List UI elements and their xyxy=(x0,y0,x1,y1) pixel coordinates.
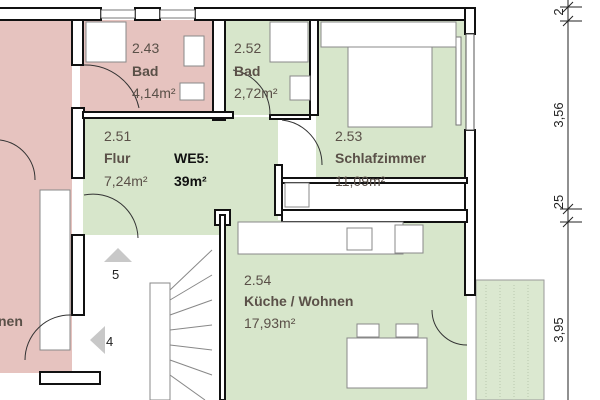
room-number: 2.54 xyxy=(244,272,271,288)
unit-label: WE5: xyxy=(174,150,209,166)
room-number: 2.53 xyxy=(335,128,362,144)
dimension-value: 3,95 xyxy=(551,317,566,342)
window xyxy=(159,9,196,19)
room-number: 2.43 xyxy=(132,40,159,56)
room-area: 4,14m² xyxy=(132,85,176,101)
kitchen-left xyxy=(39,189,71,351)
sink xyxy=(346,227,373,251)
chimney xyxy=(284,182,310,208)
window xyxy=(455,36,462,126)
room-name: Küche / Wohnen xyxy=(244,293,353,309)
door-swing xyxy=(24,314,73,361)
unit-area: 39m² xyxy=(174,173,207,189)
window xyxy=(100,9,136,19)
room-number: 2.51 xyxy=(104,128,131,144)
window xyxy=(465,33,475,131)
room-name: Bad xyxy=(234,63,260,79)
room-area: 17,93m² xyxy=(244,315,296,331)
neighbor-room-name: nen xyxy=(0,313,23,329)
chair xyxy=(356,323,380,338)
balcony xyxy=(475,279,545,400)
room-name: Bad xyxy=(132,63,158,79)
dimension-value: 2 xyxy=(551,8,566,15)
wardrobe xyxy=(320,21,457,48)
stove xyxy=(394,224,424,254)
dining-table xyxy=(346,337,428,389)
shower xyxy=(85,21,127,63)
chair xyxy=(395,323,419,338)
room-area: 11,09m² xyxy=(335,173,386,189)
door-swing xyxy=(232,69,271,116)
washbasin xyxy=(183,35,205,67)
door-swing xyxy=(83,64,140,109)
hall-fill xyxy=(83,117,278,235)
shower xyxy=(269,21,309,63)
stair-number-4: 4 xyxy=(106,334,113,349)
toilet xyxy=(179,82,205,101)
room-name: Flur xyxy=(104,150,131,166)
dimension-value: 3,56 xyxy=(551,102,566,127)
room-name: Schlafzimmer xyxy=(335,150,427,166)
door-swing xyxy=(281,119,323,166)
stair-rail xyxy=(149,282,171,400)
stair-arrow-left-icon xyxy=(90,326,105,354)
bed xyxy=(347,46,433,128)
door-swing xyxy=(431,309,468,346)
dimension-value: 25 xyxy=(551,195,566,209)
stair-number-5: 5 xyxy=(112,267,119,282)
room-area: 7,24m² xyxy=(104,173,148,189)
room-number: 2.52 xyxy=(234,40,261,56)
room-area: 2,72m² xyxy=(234,85,278,101)
stair-arrow-up-icon xyxy=(104,248,132,262)
kitchen-counter xyxy=(237,221,404,255)
washbasin xyxy=(289,75,311,101)
door-swing xyxy=(0,139,36,181)
dimension-line xyxy=(560,0,582,400)
door-swing xyxy=(83,193,139,239)
